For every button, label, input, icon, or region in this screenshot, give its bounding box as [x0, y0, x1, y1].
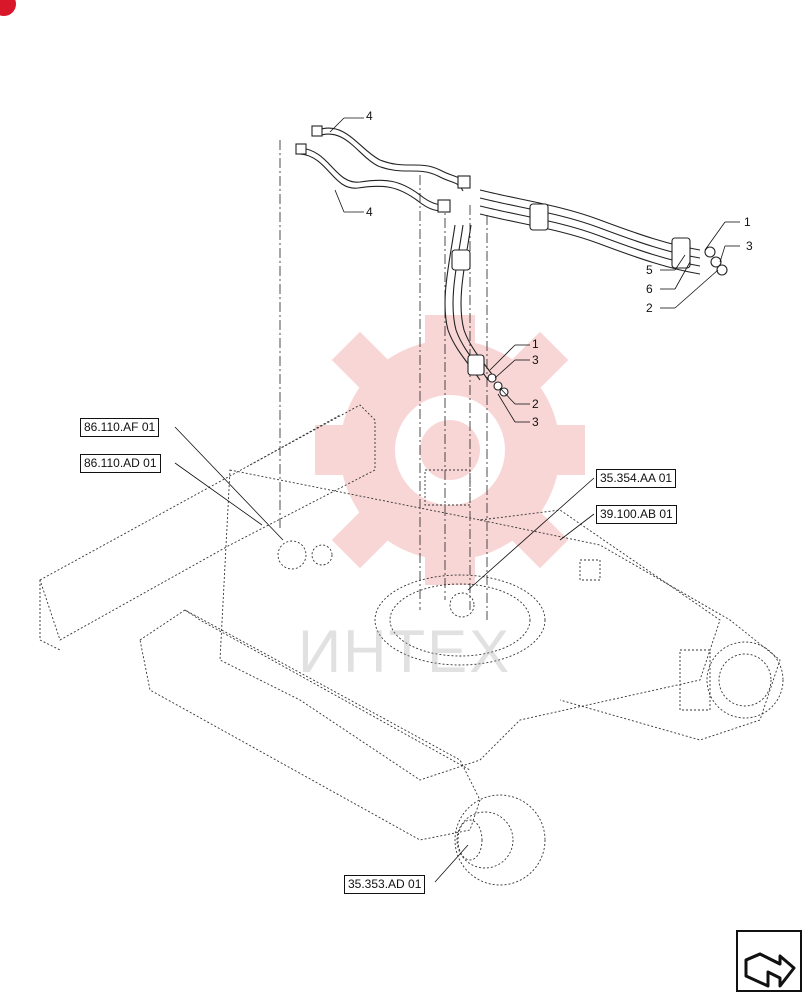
ref-link-35-353-ad[interactable]: 35.353.AD 01: [344, 875, 426, 894]
ref-link-86-110-af[interactable]: 86.110.AF 01: [80, 418, 160, 437]
undercarriage-frame: [39, 404, 784, 886]
callout-1-mid: 1: [532, 337, 539, 351]
ref-link-39-100-ab[interactable]: 39.100.AB 01: [596, 505, 677, 524]
callout-4-upper: 4: [366, 109, 373, 123]
leader-lines: [174, 117, 740, 883]
hose-bundle-down: [444, 224, 509, 397]
alignment-lines: [279, 140, 488, 620]
callout-6-right: 6: [646, 282, 653, 296]
ref-link-35-354-aa[interactable]: 35.354.AA 01: [596, 469, 677, 488]
hose-assembly-4: [295, 125, 471, 213]
callout-5-right: 5: [646, 263, 653, 277]
next-page-button[interactable]: [736, 930, 802, 992]
ref-link-86-110-ad[interactable]: 86.110.AD 01: [80, 454, 161, 473]
callout-1-right: 1: [744, 215, 751, 229]
watermark-gear-icon: [315, 315, 585, 585]
callout-2-right: 2: [646, 301, 653, 315]
callout-4-lower: 4: [366, 205, 373, 219]
callout-3-mid-lower: 3: [532, 415, 539, 429]
next-page-arrow-icon: [744, 952, 796, 988]
callout-3-right: 3: [746, 239, 753, 253]
callout-3-mid-upper: 3: [532, 353, 539, 367]
hose-bundle-right: [479, 189, 728, 276]
watermark-text: ИНТЕХ: [298, 618, 512, 685]
red-badge-icon: [0, 0, 16, 16]
callout-2-mid: 2: [532, 397, 539, 411]
